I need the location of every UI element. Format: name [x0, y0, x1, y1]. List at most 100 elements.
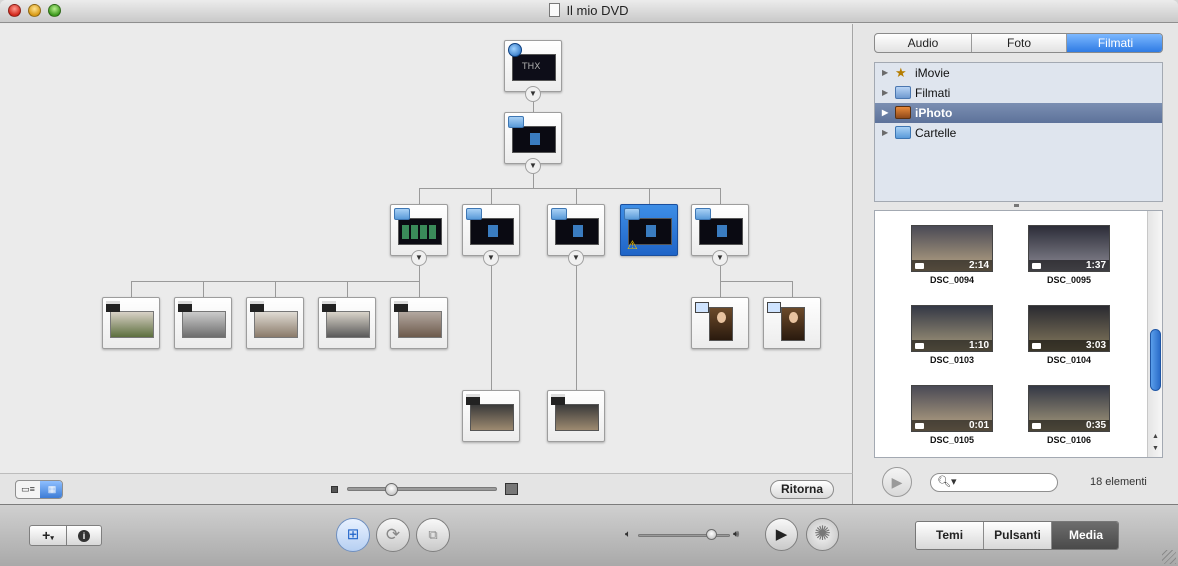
minimize-window-button[interactable] [28, 4, 41, 17]
media-scrollbar[interactable]: ▲ ▼ [1147, 211, 1162, 457]
zoom-window-button[interactable] [48, 4, 61, 17]
search-field[interactable]: 🔍︎▾ [930, 473, 1058, 492]
map-view-icon[interactable]: ▦ [40, 481, 62, 498]
menu-thumbnail [398, 218, 442, 245]
scroll-down-icon[interactable]: ▼ [1152, 445, 1159, 452]
source-item-imovie[interactable]: ▶ ★ iMovie [875, 63, 1162, 83]
tab-filmati[interactable]: Filmati [1067, 34, 1162, 52]
tab-media[interactable]: Media [1052, 522, 1118, 549]
zoom-slider[interactable] [347, 487, 497, 491]
video-camera-icon [1032, 423, 1041, 429]
clapperboard-icon [551, 394, 565, 405]
volume-slider[interactable] [638, 534, 730, 537]
scroll-up-icon[interactable]: ▲ [1152, 433, 1159, 440]
map-node-slideshow[interactable] [763, 297, 821, 349]
expand-arrow-icon[interactable]: ▼ [525, 86, 541, 102]
burn-button[interactable]: ✺ [806, 518, 839, 551]
folder-icon [695, 208, 711, 220]
menu-thumbnail [470, 218, 514, 245]
movie-thumbnail [326, 311, 370, 338]
thx-thumbnail [512, 54, 556, 81]
media-item[interactable]: 1:37 DSC_0095 [1027, 225, 1111, 295]
map-node-main-menu[interactable] [504, 112, 562, 164]
map-node-movie[interactable] [462, 390, 520, 442]
map-node-submenu-2[interactable] [462, 204, 520, 256]
expand-arrow-icon[interactable]: ▼ [568, 250, 584, 266]
source-label: Filmati [915, 86, 951, 100]
list-view-icon[interactable]: ▭≡ [21, 484, 35, 494]
map-node-movie[interactable] [174, 297, 232, 349]
return-button[interactable]: Ritorna [770, 480, 834, 499]
media-item[interactable]: 0:35 DSC_0106 [1027, 385, 1111, 455]
map-node-autoplay[interactable] [504, 40, 562, 92]
scrollbar-thumb[interactable] [1150, 329, 1161, 391]
map-node-submenu-3[interactable] [547, 204, 605, 256]
map-view-button[interactable]: ⊞ [336, 518, 370, 552]
map-node-submenu-1[interactable] [390, 204, 448, 256]
preview-play-button[interactable]: ▶ [882, 467, 912, 497]
source-list: ▶ ★ iMovie ▶ Filmati ▶ iPhoto ▶ Cartelle [874, 62, 1163, 202]
source-item-iphoto[interactable]: ▶ iPhoto [875, 103, 1162, 123]
expand-arrow-icon[interactable]: ▼ [483, 250, 499, 266]
menu-thumbnail [699, 218, 743, 245]
clapperboard-icon [322, 301, 336, 312]
info-button[interactable]: i [66, 525, 102, 546]
bottom-toolbar: +▾ i ⊞ ⟳ ⧉ 🔈︎ 🔊︎ ▶ ✺ Temi Pulsanti Media [0, 504, 1178, 566]
add-icon: + [42, 527, 51, 543]
menu-thumbnail [555, 218, 599, 245]
volume-high-icon: 🔊︎ [733, 529, 740, 540]
media-item[interactable]: 2:14 DSC_0094 [910, 225, 994, 295]
window-title-wrap: Il mio DVD [0, 3, 1178, 18]
disclosure-triangle-icon[interactable]: ▶ [882, 108, 889, 117]
volume-slider-knob[interactable] [706, 529, 717, 540]
tab-pulsanti[interactable]: Pulsanti [984, 522, 1052, 549]
movie-thumbnail [254, 311, 298, 338]
iphoto-icon [895, 106, 911, 119]
zoom-out-icon[interactable] [331, 486, 338, 493]
expand-arrow-icon[interactable]: ▼ [525, 158, 541, 174]
video-name: DSC_0106 [1046, 435, 1092, 445]
tab-temi[interactable]: Temi [916, 522, 984, 549]
autoplay-button[interactable]: ⧉ [416, 518, 450, 552]
map-node-submenu-5[interactable] [691, 204, 749, 256]
split-divider-handle[interactable] [1014, 204, 1019, 207]
add-button[interactable]: +▾ [29, 525, 67, 546]
canvas-bottom-bar: ▭≡ ▦ Ritorna [0, 473, 853, 504]
slideshow-icon [695, 302, 709, 313]
disclosure-triangle-icon[interactable]: ▶ [882, 88, 889, 97]
disclosure-triangle-icon[interactable]: ▶ [882, 68, 889, 77]
view-mode-toggle[interactable]: ▭≡ ▦ [15, 480, 63, 499]
video-camera-icon [915, 263, 924, 269]
media-item[interactable]: 0:01 DSC_0105 [910, 385, 994, 455]
map-node-movie[interactable] [102, 297, 160, 349]
map-node-movie[interactable] [390, 297, 448, 349]
loop-button[interactable]: ⟳ [376, 518, 410, 552]
video-thumbnail: 1:10 [911, 305, 993, 352]
expand-arrow-icon[interactable]: ▼ [712, 250, 728, 266]
movies-folder-icon [895, 86, 911, 99]
loop-icon: ⟳ [385, 525, 401, 544]
tab-audio[interactable]: Audio [875, 34, 972, 52]
map-node-movie[interactable] [547, 390, 605, 442]
map-node-movie[interactable] [246, 297, 304, 349]
resize-grip[interactable] [1162, 550, 1176, 564]
map-node-slideshow[interactable] [691, 297, 749, 349]
expand-arrow-icon[interactable]: ▼ [411, 250, 427, 266]
source-item-filmati[interactable]: ▶ Filmati [875, 83, 1162, 103]
close-window-button[interactable] [8, 4, 21, 17]
video-thumbnail: 3:03 [1028, 305, 1110, 352]
zoom-in-icon[interactable] [505, 483, 518, 495]
imovie-star-icon: ★ [895, 65, 907, 80]
source-item-cartelle[interactable]: ▶ Cartelle [875, 123, 1162, 143]
search-icon[interactable]: 🔍︎▾ [937, 476, 957, 488]
zoom-slider-knob[interactable] [385, 483, 398, 496]
media-item[interactable]: 3:03 DSC_0104 [1027, 305, 1111, 375]
tab-foto[interactable]: Foto [972, 34, 1067, 52]
media-item[interactable]: 1:10 DSC_0103 [910, 305, 994, 375]
play-button[interactable]: ▶ [765, 518, 798, 551]
disclosure-triangle-icon[interactable]: ▶ [882, 128, 889, 137]
map-node-movie[interactable] [318, 297, 376, 349]
map-node-submenu-4-selected[interactable]: ⚠ [620, 204, 678, 256]
warning-icon: ⚠ [627, 238, 638, 252]
video-duration: 1:37 [1085, 260, 1106, 271]
